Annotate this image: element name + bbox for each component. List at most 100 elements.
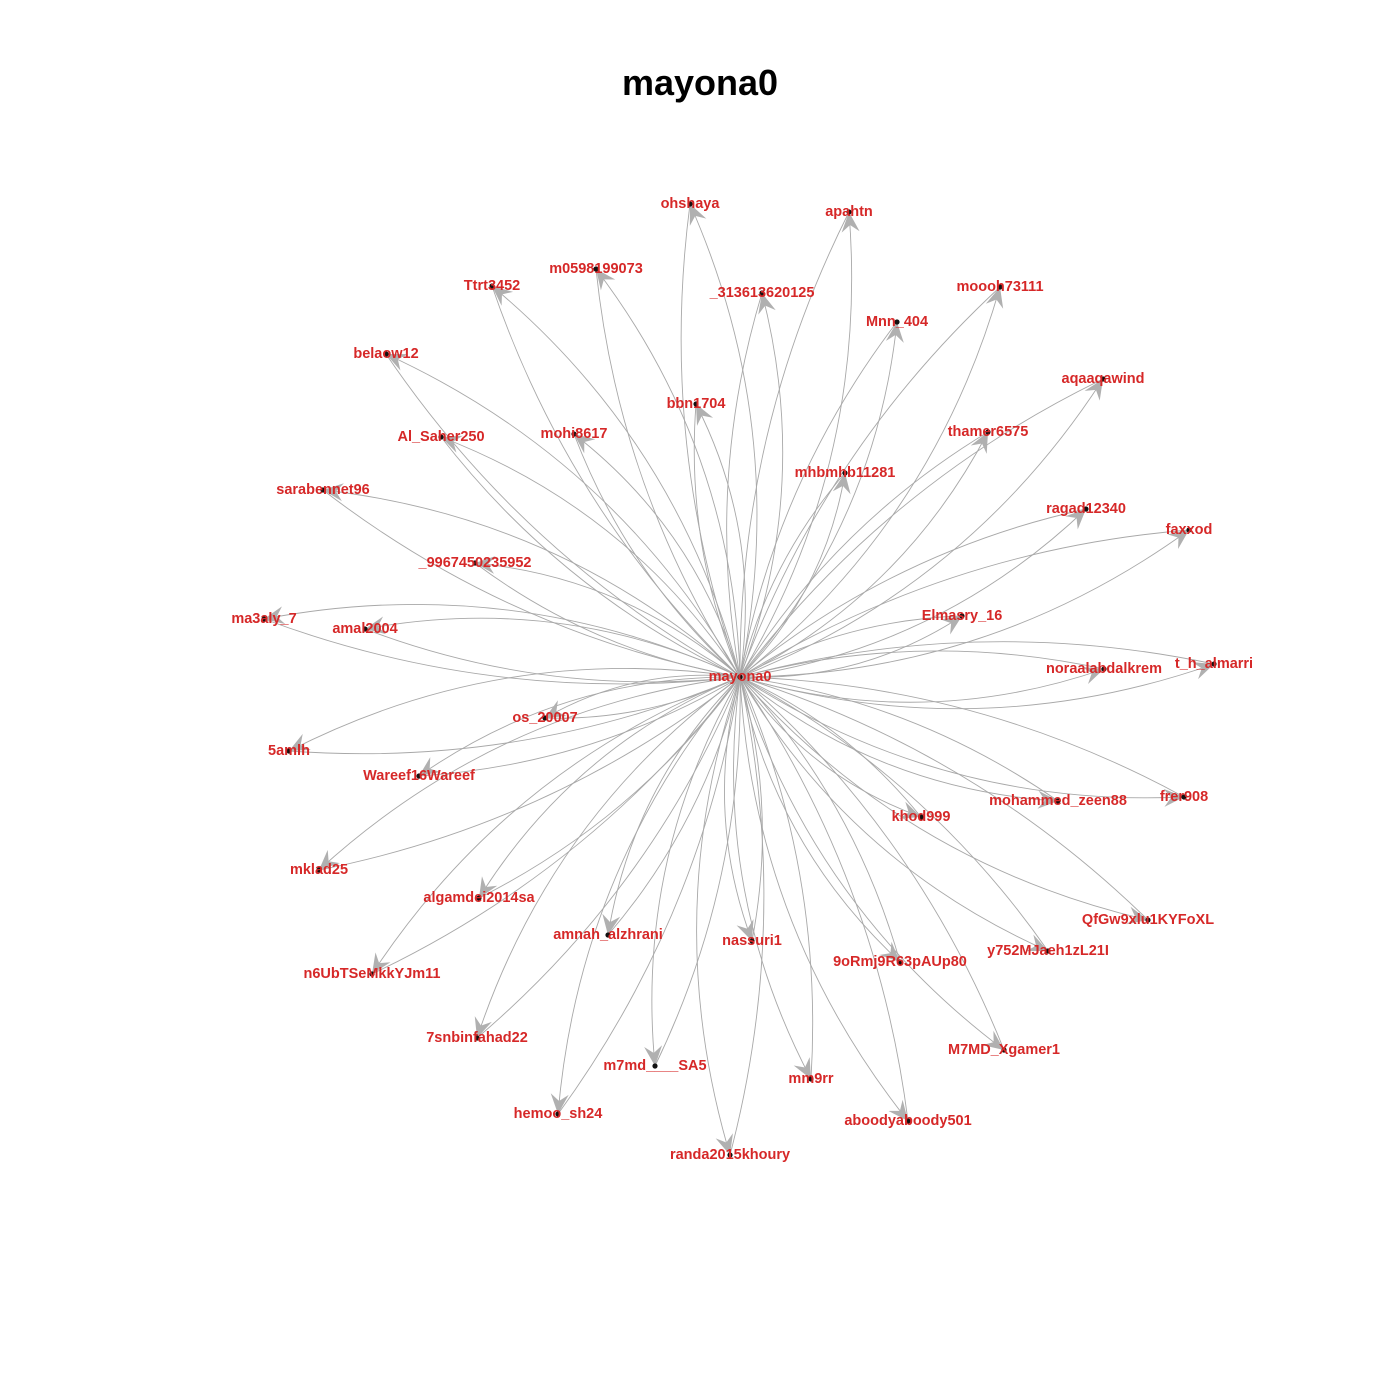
edge-qfgw9xlu1kyfoxl-to-center [739, 676, 1149, 921]
edge-mohi8617-to-center [573, 433, 741, 678]
arrowhead-elmasry-16 [940, 616, 962, 635]
node-label-7snbinfahad22: 7snbinfahad22 [426, 1030, 528, 1046]
arrowhead-ttrt3452 [492, 286, 514, 306]
node-dot-y752mjaeh1zl21i [1045, 948, 1051, 954]
arrowhead-apahtn [841, 212, 860, 233]
edge-center-to-qfgw9xlu1kyfoxl [739, 676, 1149, 921]
edge-belaow12-to-center [385, 353, 741, 678]
arrowhead-m7md-xgamer1 [982, 1030, 1004, 1050]
node-dot-m7md-sa5 [652, 1063, 658, 1069]
edge-m7md-xgamer1-to-center [739, 676, 1005, 1051]
edge-faxxod-to-center [739, 529, 1190, 678]
edge-ma3aly-7-to-center [263, 618, 741, 685]
node-dot-moooh73111 [997, 284, 1003, 290]
arrowhead-amnah-alzhrani [602, 913, 621, 935]
edge-center-to-mnn-404 [739, 321, 898, 678]
edge-elmasry-16-to-center [739, 615, 963, 678]
arrowhead-n6ubtsemkkyjm11 [372, 952, 391, 974]
edge-n6ubtsemkkyjm11-to-center [371, 676, 741, 975]
edge-center-to-frer908 [739, 676, 1185, 799]
edge-center-to-al-saher250 [440, 436, 741, 678]
graph-title: mayona0 [621, 62, 779, 103]
node-dot-belaow12 [383, 351, 389, 357]
node-label-m7md-xgamer1: M7MD_Xgamer1 [948, 1042, 1060, 1058]
node-label-5amlh: 5amlh [268, 743, 310, 759]
arrowhead-mnn-404 [885, 322, 904, 343]
edge-m7md-sa5-to-center [654, 676, 741, 1067]
edge-ttrt3452-to-center [491, 285, 741, 678]
arrowhead-os-20007 [545, 700, 567, 718]
node-label-khod999: khod999 [892, 809, 951, 825]
arrowhead-algamdei2014sa [479, 876, 498, 898]
edge-nassuri1-to-center [739, 676, 763, 942]
node-label-mohammed-zeen88: mohammed_zeen88 [989, 793, 1127, 809]
edge-996745023595-2-to-center [474, 562, 741, 678]
edge-wareef16wareef-to-center [418, 676, 741, 777]
node-label-algamdei2014sa: algamdei2014sa [423, 890, 535, 906]
arrowhead-moooh73111 [985, 287, 1004, 309]
node-dot-m0598199073 [593, 266, 599, 272]
node-layer [261, 201, 1217, 1158]
node-dot-mhbmhb11281 [842, 470, 848, 476]
edge-center-to-nassuri1 [724, 676, 753, 942]
node-dot-khod999 [918, 814, 924, 820]
node-label-noraalabdalkrem: noraalabdalkrem [1046, 661, 1162, 677]
edge-center-to-khod999 [739, 676, 922, 818]
arrowhead-996745023595-2 [475, 555, 496, 574]
edge-center-to-belaow12 [385, 353, 741, 678]
edge-apahtn-to-center [739, 211, 850, 678]
node-label-mohi8617: mohi8617 [541, 426, 608, 442]
arrowhead-9ormj9r63paup80 [879, 941, 900, 962]
node-dot-elmasry-16 [959, 613, 965, 619]
node-label-qfgw9xlu1kyfoxl: QfGw9xlu1KYFoXL [1082, 912, 1214, 928]
node-dot-sarabennet96 [320, 487, 326, 493]
arrowhead-ma3aly-7 [264, 606, 286, 625]
arrowhead-aqaaqawind [1084, 379, 1103, 401]
edge-center-to-moooh73111 [739, 286, 1001, 678]
edge-khod999-to-center [739, 676, 922, 818]
node-dot-al-saher250 [438, 434, 444, 440]
node-label-mayona0: mayona0 [709, 669, 772, 685]
node-label-y752mjaeh1zl21i: y752MJaeh1zL21I [987, 943, 1109, 959]
arrowhead-mohammed-zeen88 [1037, 790, 1058, 809]
edge-center-to-ttrt3452 [491, 285, 741, 678]
node-dot-algamdei2014sa [476, 895, 482, 901]
arrowhead-sarabennet96 [323, 483, 344, 502]
node-label-faxxod: faxxod [1166, 522, 1213, 538]
node-dot-amal2004 [362, 626, 368, 632]
edge-layer [263, 203, 1215, 1156]
edge-center-to-thamer6575 [739, 431, 989, 678]
node-dot-os-20007 [542, 715, 548, 721]
edge-bbn1704-to-center [693, 403, 741, 678]
node-label-frer908: frer908 [1160, 789, 1208, 805]
node-label-al-saher250: Al_Saher250 [397, 429, 484, 445]
edge-hemoo-sh24-to-center [557, 676, 741, 1115]
arrowhead-faxxod [1167, 530, 1189, 550]
arrowhead-mklad25 [319, 849, 340, 870]
node-dot-mohammed-zeen88 [1055, 798, 1061, 804]
arrowhead-mm9rr [793, 1057, 811, 1079]
node-dot-mm9rr [808, 1076, 814, 1082]
edge-t-h-almarri-to-center [739, 641, 1215, 678]
arrowhead-m7md-sa5 [644, 1045, 663, 1066]
node-dot-313613620125 [759, 290, 765, 296]
node-label-996745023595-2: _996745023595​2 [418, 555, 532, 571]
node-label-aboodyaboody501: aboodyaboody501 [844, 1113, 971, 1129]
edge-5amlh-to-center [288, 676, 741, 755]
edge-center-to-313613620125 [739, 292, 784, 678]
node-label-mhbmhb11281: mhbmhb11281 [795, 465, 896, 481]
node-dot-noraalabdalkrem [1101, 666, 1107, 672]
node-label-ttrt3452: Ttrt3452 [464, 278, 520, 294]
edge-center-to-faxxod [739, 529, 1190, 678]
node-label-amal2004: amal2004 [332, 621, 397, 637]
edge-aqaaqawind-to-center [739, 378, 1104, 678]
arrowhead-t-h-almarri [1192, 662, 1214, 680]
node-label-mnn-404: Mnn_404 [866, 314, 928, 330]
node-label-ohshaya: ohshaya [661, 196, 721, 212]
edge-center-to-sarabennet96 [322, 489, 741, 678]
arrowhead-mohi8617 [574, 434, 596, 454]
arrowhead-qfgw9xlu1kyfoxl [1126, 906, 1148, 925]
edge-mnn-404-to-center [739, 321, 898, 678]
edge-center-to-ohshaya [689, 203, 758, 678]
node-dot-996745023595-2 [472, 560, 478, 566]
